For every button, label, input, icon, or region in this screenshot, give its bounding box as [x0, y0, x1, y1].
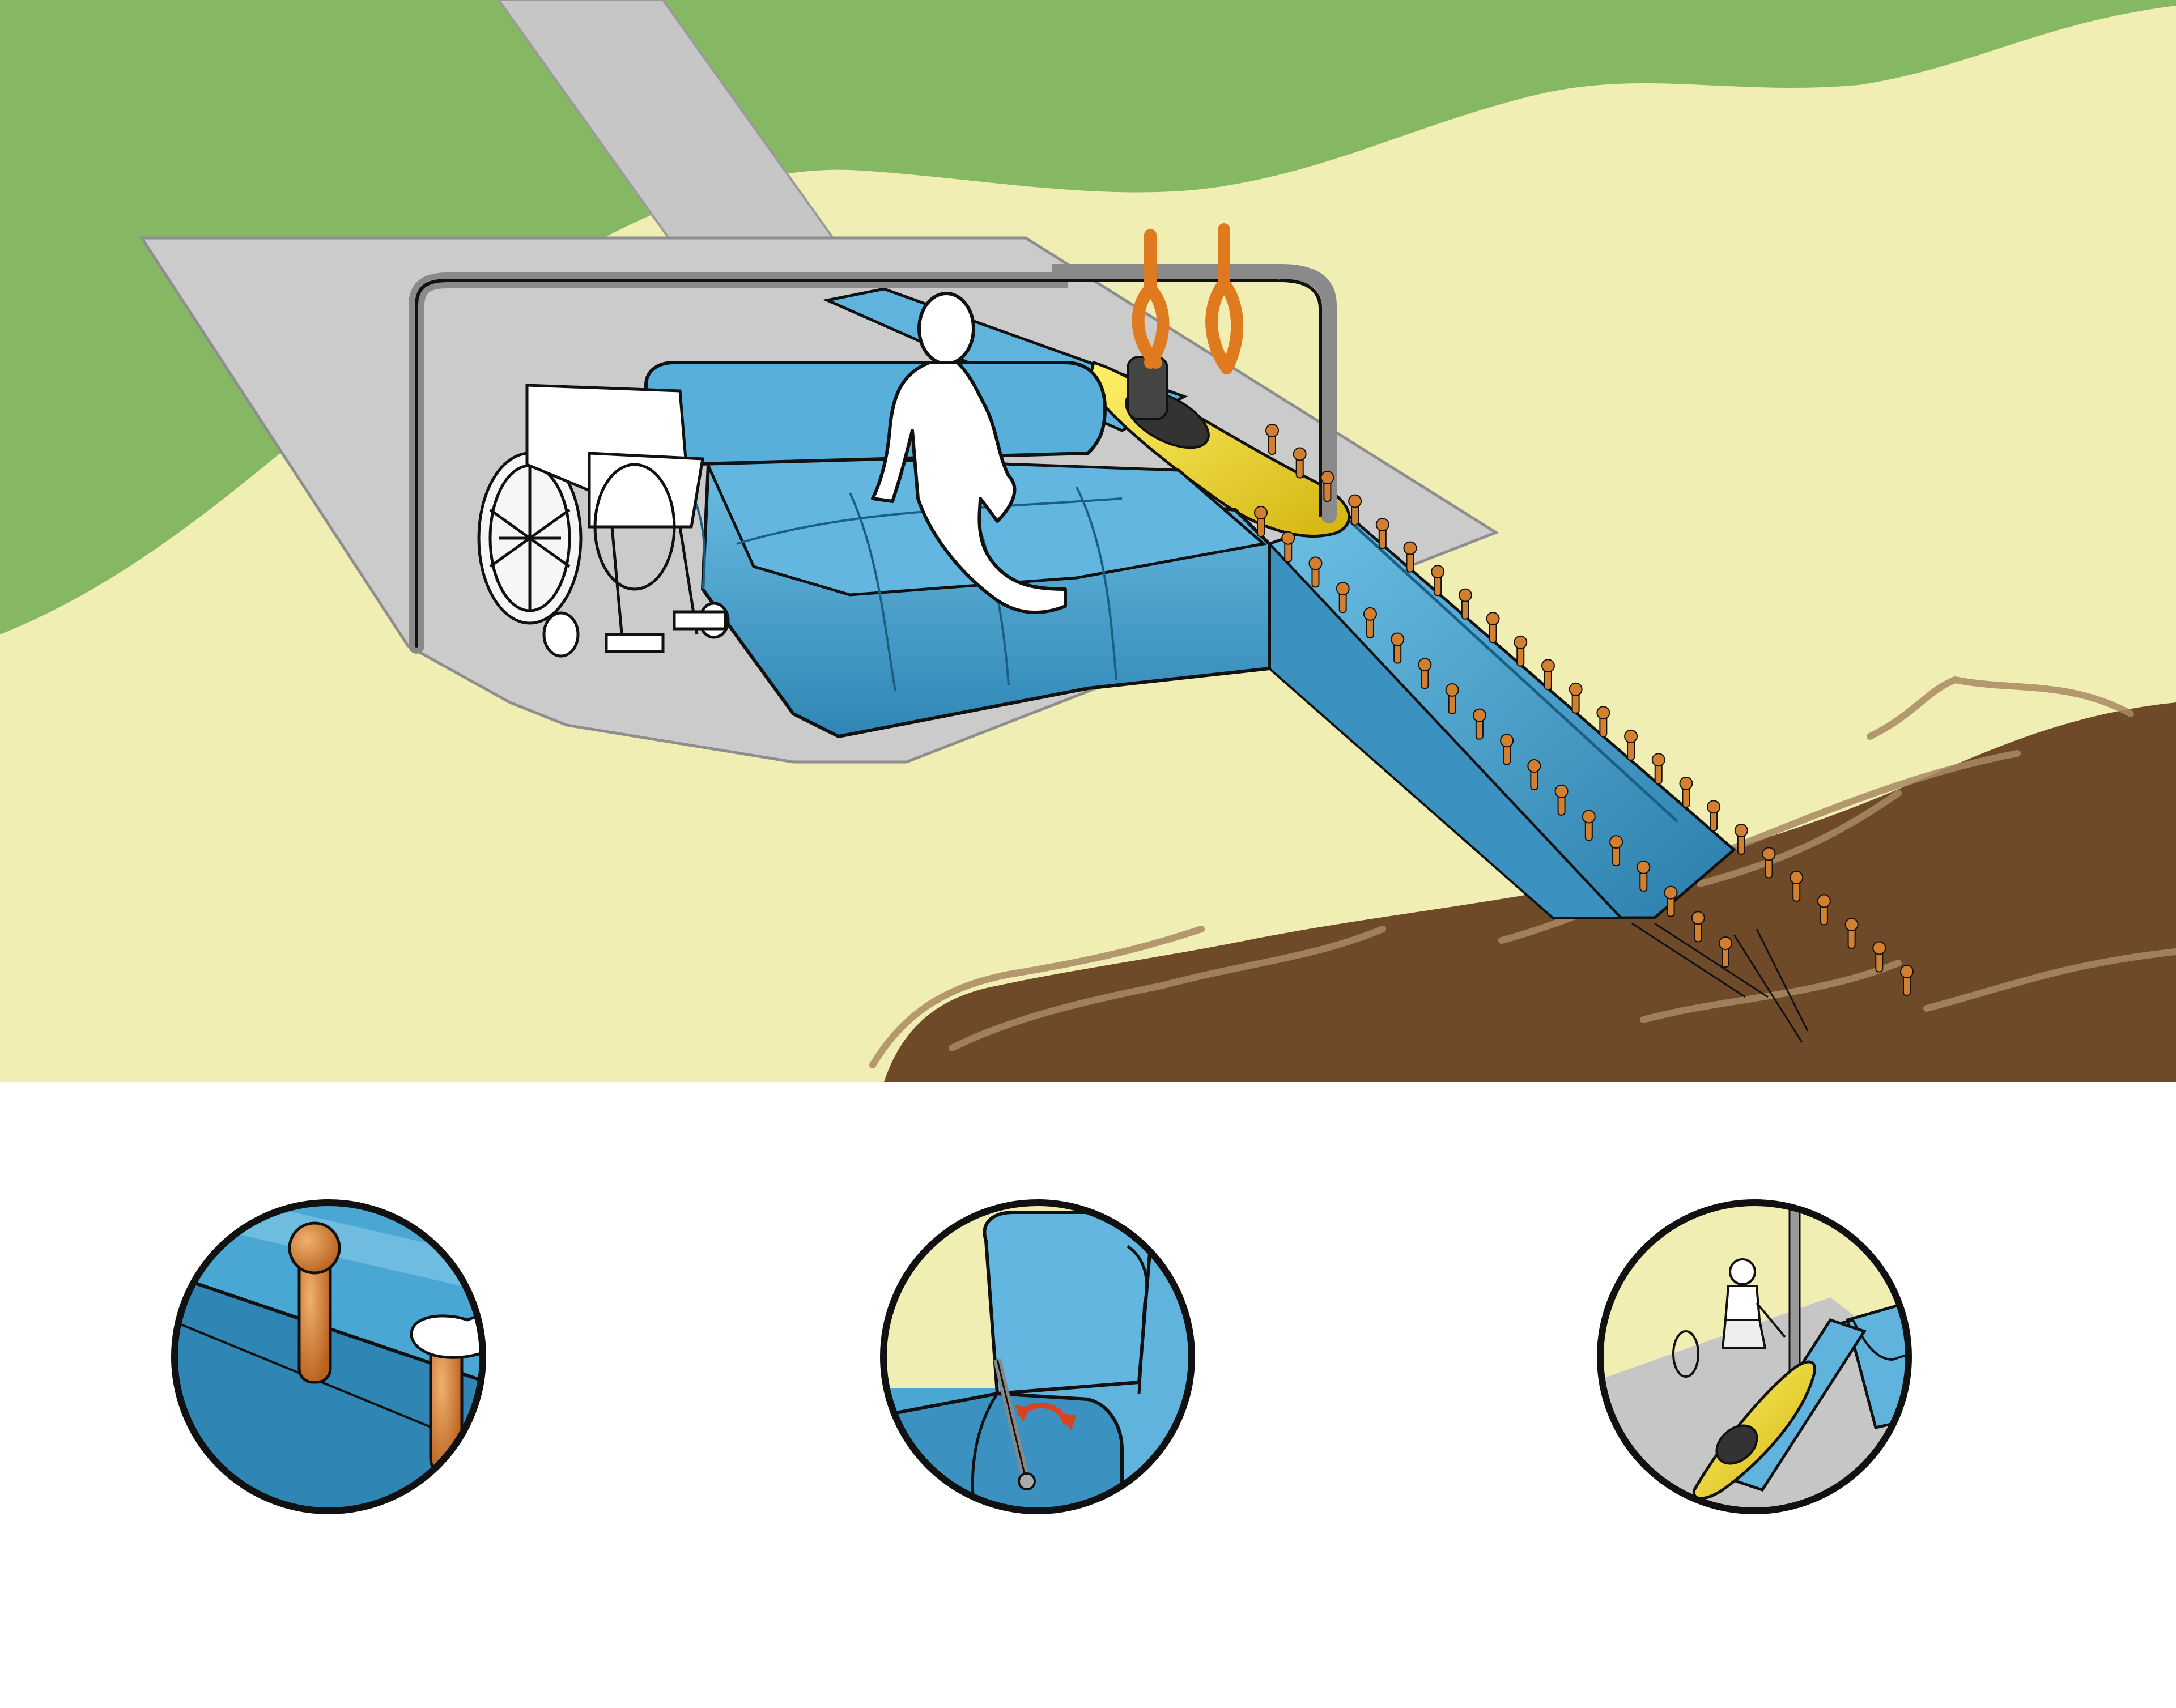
ramp-water-lines	[1631, 922, 1809, 1043]
handle-peg	[1790, 870, 1804, 902]
handle-peg	[1527, 759, 1541, 791]
handle-peg	[1582, 810, 1596, 841]
handle-peg	[1707, 800, 1721, 832]
handle-peg	[1541, 659, 1555, 691]
seated-person-figure	[871, 292, 1067, 614]
handle-peg	[1651, 753, 1665, 785]
handle-peg	[1308, 556, 1323, 588]
handle-peg	[1445, 683, 1459, 714]
handle-peg	[1762, 847, 1776, 879]
handle-peg	[1293, 447, 1307, 479]
handle-peg	[1514, 635, 1528, 667]
handle-peg	[1637, 860, 1651, 892]
mud-water	[884, 702, 2176, 1082]
kayaker-figure	[1672, 1258, 1786, 1378]
detail-backrest-lever	[880, 1199, 1195, 1514]
handle-peg	[1500, 734, 1514, 765]
handle-peg	[1734, 823, 1748, 855]
handle-peg	[1872, 941, 1886, 973]
handle-peg	[1691, 911, 1705, 943]
handle-peg	[1664, 885, 1678, 917]
overhead-frame	[409, 264, 1337, 654]
handle-peg	[1900, 965, 1914, 996]
backrest-cushion	[644, 361, 1107, 467]
handle-peg	[1320, 471, 1334, 502]
handle-peg	[1431, 565, 1445, 597]
handle-pegs	[1254, 424, 1914, 996]
handle-peg	[1679, 776, 1693, 808]
handle-peg	[1375, 518, 1389, 550]
handle-peg	[1391, 632, 1405, 664]
handle-peg	[1719, 936, 1732, 968]
main-scene	[0, 0, 2176, 1082]
handle-peg	[1569, 682, 1583, 714]
handle-peg	[1418, 658, 1432, 689]
handle-peg	[1254, 506, 1268, 537]
handle-peg	[1609, 835, 1624, 867]
handle-peg	[1624, 729, 1638, 761]
handle-peg	[1817, 894, 1831, 926]
hanging-straps	[1132, 223, 1244, 374]
detail-kayak-slide	[1597, 1199, 1912, 1514]
handle-peg	[1844, 917, 1859, 949]
handle-peg	[1363, 607, 1377, 638]
handle-peg	[1265, 424, 1279, 455]
mud-ripples	[869, 676, 2176, 1068]
handle-peg	[1554, 784, 1569, 816]
handle-peg	[1348, 494, 1362, 526]
transfer-pad-top	[700, 452, 1267, 597]
handle-peg	[1403, 541, 1417, 573]
handle-peg	[1458, 588, 1472, 620]
wheelchair	[477, 384, 730, 658]
handle-peg	[1281, 531, 1295, 563]
handle-peg	[1596, 706, 1610, 738]
grass-area	[0, 0, 2176, 634]
detail-handle-pegs	[171, 1199, 486, 1514]
handle-peg	[1486, 612, 1500, 644]
handle-peg	[1472, 708, 1486, 740]
hand-icon	[410, 1301, 483, 1359]
handle-peg	[1336, 582, 1350, 614]
